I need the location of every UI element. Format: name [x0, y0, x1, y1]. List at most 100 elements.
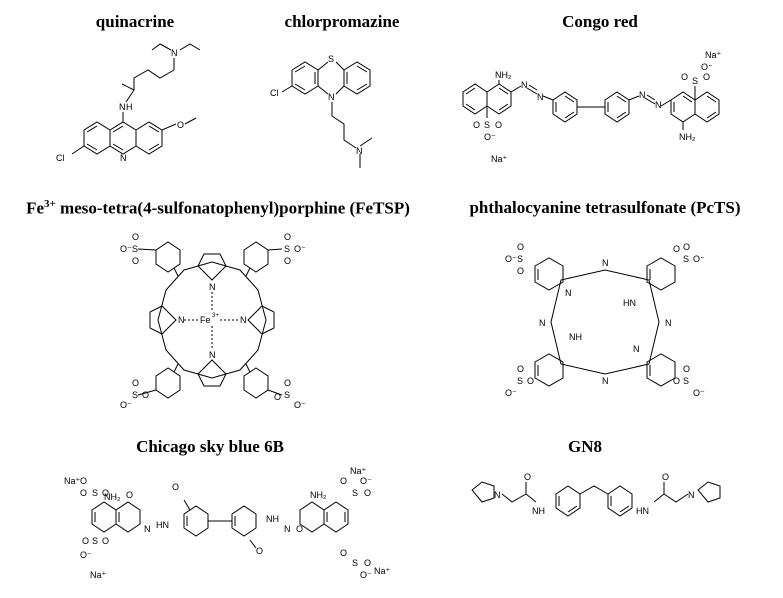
svg-text:N: N: [240, 315, 247, 325]
svg-text:O: O: [132, 256, 139, 266]
svg-text:O⁻: O⁻: [294, 244, 306, 254]
svg-text:O: O: [364, 488, 371, 498]
atom-n: N: [328, 92, 335, 102]
svg-text:S: S: [683, 254, 689, 264]
svg-text:O: O: [364, 558, 371, 568]
svg-text:O: O: [82, 536, 89, 546]
svg-text:O⁻: O⁻: [80, 550, 92, 560]
svg-text:O: O: [126, 490, 133, 500]
svg-text:O: O: [274, 392, 281, 402]
svg-text:O⁻: O⁻: [484, 132, 496, 142]
atom-fe: Fe: [200, 315, 211, 325]
svg-text:N: N: [655, 100, 662, 110]
svg-text:O: O: [102, 536, 109, 546]
svg-text:NH₂: NH₂: [104, 492, 121, 502]
atom-nh2-right: NH₂: [679, 132, 696, 142]
atom-amine-n: N: [171, 48, 178, 58]
svg-text:S: S: [352, 558, 358, 568]
svg-text:N: N: [688, 490, 695, 500]
svg-text:HN: HN: [156, 520, 169, 530]
atom-s-left: S: [484, 120, 490, 130]
title-pcts: phthalocyanine tetrasulfonate (PcTS): [469, 198, 741, 217]
svg-text:O⁻: O⁻: [505, 388, 517, 398]
svg-text:HN: HN: [623, 298, 636, 308]
svg-text:N: N: [633, 344, 640, 354]
svg-text:S: S: [352, 488, 358, 498]
svg-text:N: N: [284, 524, 291, 534]
svg-text:O: O: [662, 472, 669, 482]
svg-text:O: O: [172, 482, 179, 492]
svg-text:O: O: [340, 548, 347, 558]
atom-ring-n: N: [120, 153, 127, 163]
svg-text:O: O: [517, 266, 524, 276]
svg-text:O: O: [284, 378, 291, 388]
atom-n2: N: [356, 146, 363, 156]
svg-text:N: N: [178, 315, 185, 325]
svg-text:O: O: [284, 256, 291, 266]
svg-text:O⁻: O⁻: [505, 254, 517, 264]
atom-s: S: [328, 54, 334, 64]
svg-text:NH: NH: [569, 332, 582, 342]
svg-text:O: O: [102, 488, 109, 498]
svg-text:N: N: [565, 288, 572, 298]
svg-text:O: O: [142, 390, 149, 400]
atom-n: N: [119, 102, 126, 112]
svg-text:O⁻: O⁻: [701, 62, 713, 72]
title-quinacrine: quinacrine: [95, 12, 175, 31]
title-chicago-sky-blue: Chicago sky blue 6B: [136, 437, 284, 456]
svg-text:N: N: [602, 376, 609, 386]
svg-text:Na⁺: Na⁺: [64, 476, 81, 486]
svg-text:O: O: [296, 524, 303, 534]
svg-text:O: O: [527, 376, 534, 386]
svg-text:O: O: [524, 472, 531, 482]
svg-text:O: O: [80, 488, 87, 498]
svg-text:N: N: [209, 282, 216, 292]
atom-cl: Cl: [270, 88, 279, 98]
atom-h: H: [126, 102, 133, 112]
svg-text:S: S: [132, 244, 138, 254]
svg-text:O⁻: O⁻: [693, 254, 705, 264]
svg-text:O⁻: O⁻: [693, 388, 705, 398]
svg-text:N: N: [494, 490, 501, 500]
svg-text:S: S: [284, 244, 290, 254]
title-congo-red: Congo red: [562, 12, 638, 31]
sodium-ion-left: Na⁺: [491, 154, 508, 164]
atom-cl: Cl: [56, 153, 65, 163]
svg-text:O⁻: O⁻: [294, 400, 306, 410]
svg-text:O⁻: O⁻: [120, 400, 132, 410]
title-gn8: GN8: [568, 437, 602, 456]
svg-text:S: S: [683, 376, 689, 386]
svg-text:HN: HN: [636, 506, 649, 516]
svg-text:N: N: [639, 90, 646, 100]
atom-o: O: [177, 120, 184, 130]
svg-text:O: O: [495, 120, 502, 130]
svg-text:O: O: [683, 242, 690, 252]
svg-text:O: O: [683, 364, 690, 374]
svg-text:O⁻: O⁻: [360, 570, 372, 580]
svg-text:S: S: [92, 488, 98, 498]
svg-text:O: O: [673, 376, 680, 386]
svg-text:O: O: [703, 72, 710, 82]
svg-text:S: S: [132, 390, 138, 400]
svg-text:S: S: [284, 390, 290, 400]
atom-nh2-left: NH₂: [495, 70, 512, 80]
svg-text:N: N: [209, 350, 216, 360]
svg-text:O: O: [340, 476, 347, 486]
svg-text:O: O: [517, 242, 524, 252]
title-fetsp: Fe3+ meso-tetra(4-sulfonatophenyl)porphi…: [26, 198, 410, 218]
svg-text:O: O: [517, 364, 524, 374]
svg-text:S: S: [517, 254, 523, 264]
svg-text:Na⁺: Na⁺: [350, 466, 367, 476]
structure-chlorpromazine: S N Cl N: [270, 54, 373, 168]
svg-text:Na⁺: Na⁺: [90, 570, 107, 580]
svg-text:NH₂: NH₂: [310, 490, 327, 500]
title-chlorpromazine: chlorpromazine: [284, 12, 400, 31]
atom-s-right: S: [692, 76, 698, 86]
svg-text:3+: 3+: [212, 313, 219, 319]
svg-text:S: S: [517, 376, 523, 386]
svg-text:N: N: [539, 318, 546, 328]
sodium-ion-right: Na⁺: [705, 50, 722, 60]
